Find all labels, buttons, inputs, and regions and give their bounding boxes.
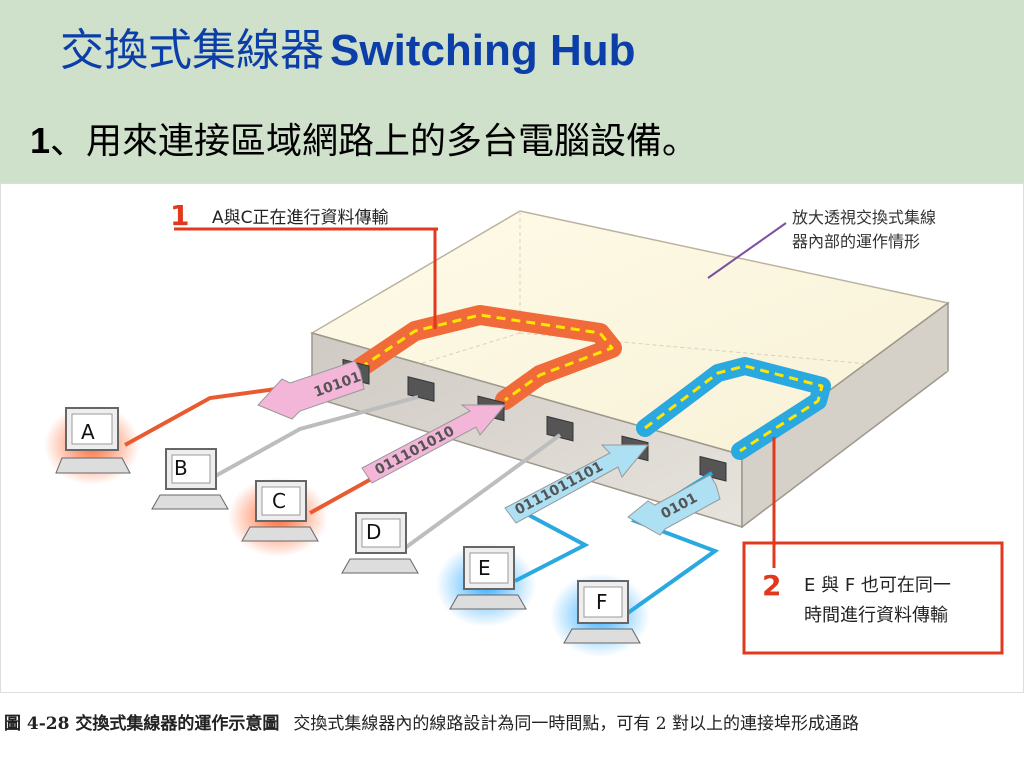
bits-ac-in: 011101010: [372, 423, 457, 478]
title-english: Switching Hub: [330, 26, 636, 75]
bullet-number: 1: [30, 120, 51, 161]
caption-text: 交換式集線器內的線路設計為同一時間點，可有 2 對以上的連接埠形成通路: [293, 714, 860, 734]
computer-b[interactable]: B: [151, 448, 229, 510]
port-4: [546, 415, 574, 442]
figure-caption: 圖 4-28 交換式集線器的運作示意圖交換式集線器內的線路設計為同一時間點，可有…: [4, 710, 1020, 738]
computer-e-label: E: [478, 556, 491, 580]
computer-a-label: A: [81, 420, 95, 444]
computer-c-label: C: [272, 489, 286, 513]
port-2: [407, 376, 435, 402]
computer-f-label: F: [596, 590, 608, 614]
computer-d[interactable]: D: [341, 512, 419, 574]
switching-hub-diagram: 10101 011101010 0111011101 0101 A B C D: [0, 183, 1024, 693]
computer-b-label: B: [174, 456, 188, 480]
computer-c[interactable]: C: [228, 477, 328, 557]
callout-1-text: A與C正在進行資料傳輸: [212, 208, 389, 228]
slide-header: [0, 0, 1024, 183]
computer-f[interactable]: F: [550, 573, 650, 657]
callout-2-number: 2: [762, 569, 781, 602]
bit-arrow-ac-out: 10101: [257, 360, 365, 420]
cable-b: [209, 395, 419, 481]
bullet-point: 1、用來連接區域網路上的多台電腦設備。: [30, 112, 698, 164]
zoom-note-line-1: 放大透視交換式集線: [792, 208, 936, 227]
blue-data-path: [636, 357, 831, 460]
callout-2-line-2: 時間進行資料傳輸: [804, 605, 948, 626]
zoom-note-line-2: 器內部的運作情形: [792, 232, 920, 251]
computer-d-label: D: [366, 520, 381, 544]
callout-1: 1 A與C正在進行資料傳輸: [170, 199, 438, 329]
bullet-text: 、用來連接區域網路上的多台電腦設備。: [50, 121, 699, 162]
callout-2-box: [742, 541, 1004, 655]
callout-2-line-1: E 與 F 也可在同一: [804, 575, 951, 596]
computer-a[interactable]: A: [44, 405, 140, 485]
cable-d: [403, 433, 562, 550]
red-data-path: [350, 305, 622, 410]
computer-e[interactable]: E: [436, 543, 536, 627]
zoom-note: 放大透視交換式集線 器內部的運作情形: [707, 208, 936, 279]
caption-label: 圖 4-28 交換式集線器的運作示意圖: [4, 714, 280, 734]
hub-box: [310, 210, 950, 529]
diagram-svg: 10101 011101010 0111011101 0101 A B C D: [0, 183, 1024, 693]
callout-1-number: 1: [170, 199, 189, 232]
callout-2: 2 E 與 F 也可在同一 時間進行資料傳輸: [742, 437, 1004, 655]
title-chinese: 交換式集線器: [60, 25, 324, 76]
